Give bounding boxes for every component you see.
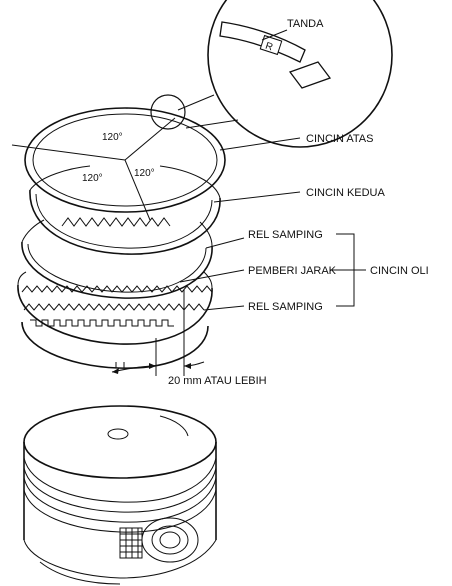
label-rel-samping-bottom: REL SAMPING xyxy=(248,301,323,313)
label-tanda: TANDA xyxy=(287,18,324,30)
label-cincin-atas: CINCIN ATAS xyxy=(306,133,373,145)
piston xyxy=(23,405,217,585)
spacer-expander xyxy=(17,271,213,345)
label-gap-note: 20 mm ATAU LEBIH xyxy=(168,375,267,387)
label-rel-samping-top: REL SAMPING xyxy=(248,229,323,241)
expander-teeth-upper xyxy=(61,217,171,227)
angle-label-2: 120° xyxy=(82,173,103,184)
second-ring xyxy=(29,165,221,255)
angle-label-3: 120° xyxy=(134,168,155,179)
mark-location-circle xyxy=(150,94,186,130)
top-ring xyxy=(11,107,226,221)
label-cincin-oli: CINCIN OLI xyxy=(370,265,429,277)
label-pemberi-jarak: PEMBERI JARAK xyxy=(248,265,337,277)
angle-label-1: 120° xyxy=(102,132,123,143)
mark-letter: R xyxy=(264,41,274,54)
magnifier-detail xyxy=(207,0,393,148)
gap-dimension xyxy=(111,290,205,376)
lower-side-rail xyxy=(21,321,209,369)
label-cincin-kedua: CINCIN KEDUA xyxy=(306,187,386,199)
